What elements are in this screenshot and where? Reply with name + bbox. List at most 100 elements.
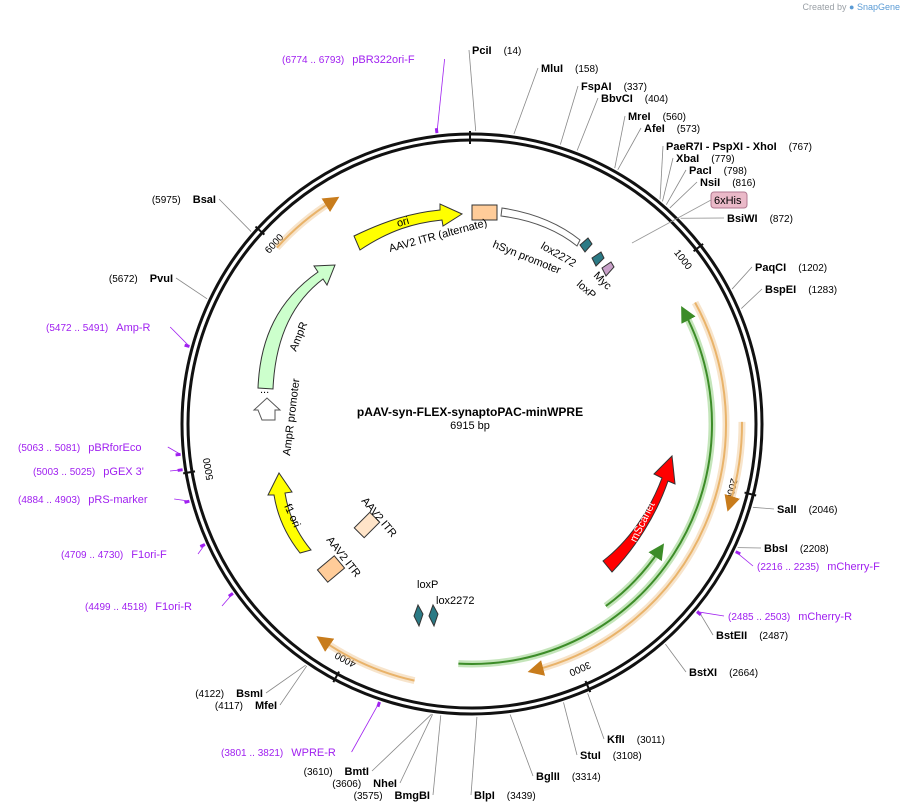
loxp-bottom-feature[interactable] <box>413 603 424 628</box>
enzyme-leader <box>371 713 432 772</box>
orf-arc-right-short[interactable] <box>724 421 743 512</box>
enzyme-site-paqci[interactable]: PaqCI(1202) <box>731 262 827 290</box>
enzyme-leader <box>432 715 442 796</box>
orf-arc-right-outer[interactable] <box>527 302 727 676</box>
enzyme-site-kfli[interactable]: KflI(3011) <box>587 693 665 746</box>
enzyme-leader <box>265 664 306 694</box>
aav-itr-lower-feature[interactable] <box>316 555 346 583</box>
primer-bar <box>696 610 702 617</box>
primer-site-mcherry-r[interactable]: (2485 .. 2503)mCherry-R <box>696 610 852 623</box>
enzyme-site-nhei[interactable]: (3606)NheI <box>332 714 433 790</box>
orf-arcs <box>274 196 746 685</box>
snapgene-watermark: Created by ● SnapGene <box>802 2 900 12</box>
enzyme-site-afei[interactable]: AfeI(573) <box>617 123 700 171</box>
primer-leader <box>169 469 183 472</box>
primer-site-f1ori-r[interactable]: (4499 .. 4518)F1ori-R <box>85 592 234 613</box>
loxp-top-feature[interactable] <box>591 251 605 267</box>
enzyme-site-fspai[interactable]: FspAI(337) <box>559 81 647 145</box>
enzyme-label: (4117)MfeI <box>215 700 277 712</box>
enzyme-label: XbaI(779) <box>676 153 735 165</box>
myc-feature[interactable] <box>601 261 615 277</box>
primer-label: (2216 .. 2235)mCherry-F <box>757 561 880 573</box>
enzyme-site-blpi[interactable]: BlpI(3439) <box>470 716 536 802</box>
enzyme-leader <box>563 702 578 756</box>
enzyme-label: PciI(14) <box>472 45 521 57</box>
ampr-dots-label: ... <box>260 384 269 396</box>
enzyme-site-paci[interactable]: PacI(798) <box>665 165 747 205</box>
ori-feature[interactable] <box>353 203 464 251</box>
orf-arc-upper-left[interactable] <box>276 196 340 249</box>
enzyme-site-bsai[interactable]: (5975)BsaI <box>152 194 252 232</box>
tick-mark-4000 <box>332 671 340 683</box>
enzyme-site-pcii[interactable]: PciI(14) <box>468 45 521 132</box>
aav-itr-upper-feature[interactable] <box>353 511 381 539</box>
primer-label: (5472 .. 5491)Amp-R <box>46 322 151 334</box>
enzyme-leader <box>659 145 664 200</box>
enzyme-site-bstxi[interactable]: BstXI(2664) <box>665 643 758 679</box>
enzyme-site-stui[interactable]: StuI(3108) <box>563 702 642 762</box>
lox2272-bottom-feature[interactable] <box>428 603 439 628</box>
enzyme-site-bmti[interactable]: (3610)BmtI <box>304 713 432 778</box>
primer-label: (6774 .. 6793)pBR322ori-F <box>282 54 415 66</box>
ori-label: ori <box>396 215 411 230</box>
primer-site-pgex-3-[interactable]: (5003 .. 5025)pGEX 3' <box>33 466 183 478</box>
f1-ori-feature[interactable] <box>267 472 312 554</box>
enzyme-site-pvui[interactable]: (5672)PvuI <box>109 273 208 300</box>
enzyme-site-mfei[interactable]: (4117)MfeI <box>215 665 308 712</box>
enzyme-site-bglii[interactable]: BglII(3314) <box>509 714 601 783</box>
primer-site-mcherry-f[interactable]: (2216 .. 2235)mCherry-F <box>735 550 880 573</box>
enzyme-leader <box>731 266 753 290</box>
aav-itr-alternate-feature[interactable] <box>471 204 498 221</box>
enzyme-label: BglII(3314) <box>536 771 601 783</box>
enzyme-label: BstEII(2487) <box>716 630 788 642</box>
orf-arc-bottom-left[interactable] <box>316 636 415 682</box>
ampr-feature[interactable] <box>257 264 336 390</box>
primer-label: (4499 .. 4518)F1ori-R <box>85 601 192 613</box>
enzyme-site-bbsi[interactable]: BbsI(2208) <box>737 543 829 555</box>
hsyn-promoter-feature[interactable] <box>500 207 581 247</box>
enzyme-site-mlui[interactable]: MluI(158) <box>513 63 598 135</box>
enzyme-site-bspei[interactable]: BspEI(1283) <box>741 284 837 309</box>
primer-site-pbr322ori-f[interactable]: (6774 .. 6793)pBR322ori-F <box>282 54 445 134</box>
enzyme-site-sali[interactable]: SalI(2046) <box>752 504 838 516</box>
enzyme-site-bmgbi[interactable]: (3575)BmgBI <box>354 715 442 802</box>
watermark-prefix: Created by <box>802 2 847 12</box>
enzyme-label: NsiI(816) <box>700 177 756 189</box>
enzyme-site-bbvci[interactable]: BbvCI(404) <box>576 93 668 151</box>
ampr-promoter-feature[interactable] <box>252 397 282 421</box>
enzyme-leader <box>279 665 308 706</box>
orf-arc-green-small[interactable] <box>605 543 665 607</box>
enzyme-leader <box>559 85 579 145</box>
primer-site-f1ori-f[interactable]: (4709 .. 4730)F1ori-F <box>61 543 206 561</box>
enzyme-site-xbai[interactable]: XbaI(779) <box>662 153 735 202</box>
enzyme-leader <box>576 97 599 151</box>
his-tag-label: 6xHis <box>714 195 742 207</box>
enzyme-leader <box>468 49 477 132</box>
enzyme-label: (4122)BsmI <box>195 688 263 700</box>
lox2272-top-feature[interactable] <box>579 237 593 253</box>
enzyme-site-bsmi[interactable]: (4122)BsmI <box>195 664 306 700</box>
primer-site-prs-marker[interactable]: (4884 .. 4903)pRS-marker <box>18 494 190 506</box>
backbone <box>180 132 764 716</box>
primer-bar <box>184 343 190 348</box>
primer-site-amp-r[interactable]: (5472 .. 5491)Amp-R <box>46 322 190 348</box>
lox2272-bottom-label: lox2272 <box>436 595 475 607</box>
enzyme-site-bsiwi[interactable]: BsiWI(872) <box>680 213 793 225</box>
enzyme-site-nsii[interactable]: NsiI(816) <box>669 177 756 209</box>
enzyme-leader <box>218 198 252 232</box>
primer-site-wpre-r[interactable]: (3801 .. 3821)WPRE-R <box>221 701 381 759</box>
enzyme-site-mrei[interactable]: MreI(560) <box>614 111 686 169</box>
enzyme-label: (3610)BmtI <box>304 766 369 778</box>
enzyme-site-paer7i[interactable]: PaeR7I - PspXI - XhoI(767) <box>659 141 812 200</box>
orf-arc-right-outer-halo <box>534 300 730 674</box>
enzyme-label: FspAI(337) <box>581 81 647 93</box>
mscarlet-feature[interactable] <box>602 454 676 573</box>
primer-label: (2485 .. 2503)mCherry-R <box>728 611 852 623</box>
primer-leader <box>221 593 234 607</box>
ampr-promoter-label: AmpR promoter <box>281 378 302 457</box>
enzyme-label: BspEI(1283) <box>765 284 837 296</box>
primer-site-pbrforeco[interactable]: (5063 .. 5081)pBRforEco <box>18 442 181 457</box>
tick-label-1000: 1000 <box>671 248 694 273</box>
orf-arc-green-large[interactable] <box>458 305 713 665</box>
enzyme-label: AfeI(573) <box>644 123 700 135</box>
